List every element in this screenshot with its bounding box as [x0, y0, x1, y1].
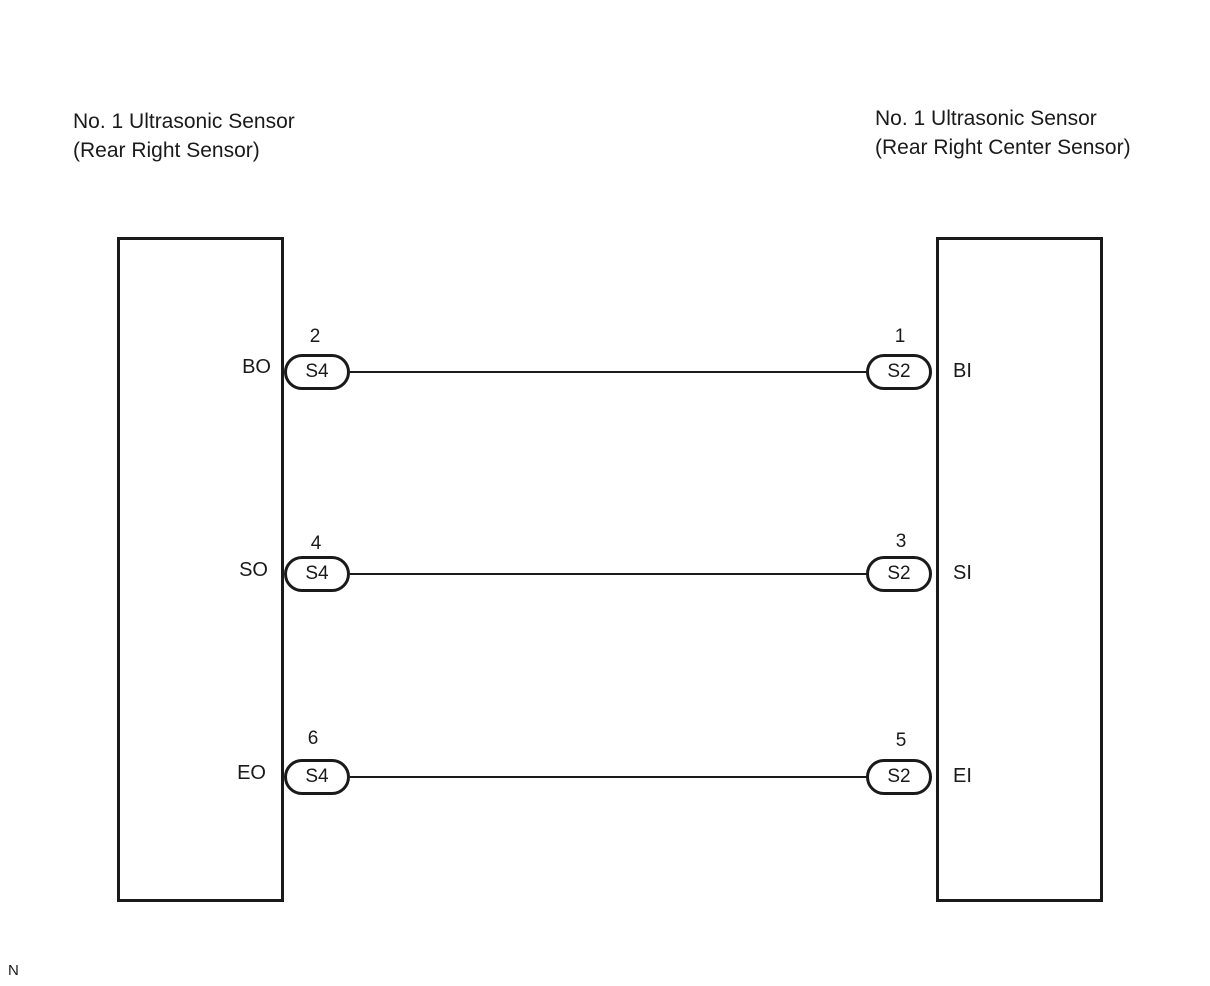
right-sensor-box — [936, 237, 1103, 902]
right-pin-number-1: 1 — [894, 326, 906, 347]
right-pin-number-5: 5 — [895, 730, 907, 751]
right-component-title-line1: No. 1 Ultrasonic Sensor — [875, 107, 1097, 130]
left-component-title: No. 1 Ultrasonic Sensor (Rear Right Sens… — [73, 107, 295, 165]
wire-4-to-3 — [350, 573, 868, 575]
right-component-title-line2: (Rear Right Center Sensor) — [875, 136, 1131, 159]
left-pin-name-so: SO — [239, 559, 268, 581]
wire-6-to-5 — [350, 776, 868, 778]
left-pin-number-6: 6 — [307, 728, 319, 749]
left-sensor-box — [117, 237, 284, 902]
left-connector-s4: S4 — [284, 759, 350, 795]
left-connector-s4: S4 — [284, 354, 350, 390]
right-connector-s2: S2 — [866, 354, 932, 390]
right-pin-name-ei: EI — [953, 765, 972, 787]
right-component-title: No. 1 Ultrasonic Sensor (Rear Right Cent… — [875, 104, 1131, 162]
left-pin-number-2: 2 — [309, 326, 321, 347]
left-pin-number-4: 4 — [310, 533, 322, 554]
left-component-title-line1: No. 1 Ultrasonic Sensor — [73, 110, 295, 133]
right-connector-s2: S2 — [866, 759, 932, 795]
figure-code: N — [8, 962, 19, 979]
right-pin-name-bi: BI — [953, 360, 972, 382]
left-connector-s4: S4 — [284, 556, 350, 592]
left-component-title-line2: (Rear Right Sensor) — [73, 139, 260, 162]
right-connector-s2: S2 — [866, 556, 932, 592]
wire-2-to-1 — [350, 371, 868, 373]
right-pin-name-si: SI — [953, 562, 972, 584]
left-pin-name-eo: EO — [237, 762, 266, 784]
right-pin-number-3: 3 — [895, 531, 907, 552]
left-pin-name-bo: BO — [242, 356, 271, 378]
